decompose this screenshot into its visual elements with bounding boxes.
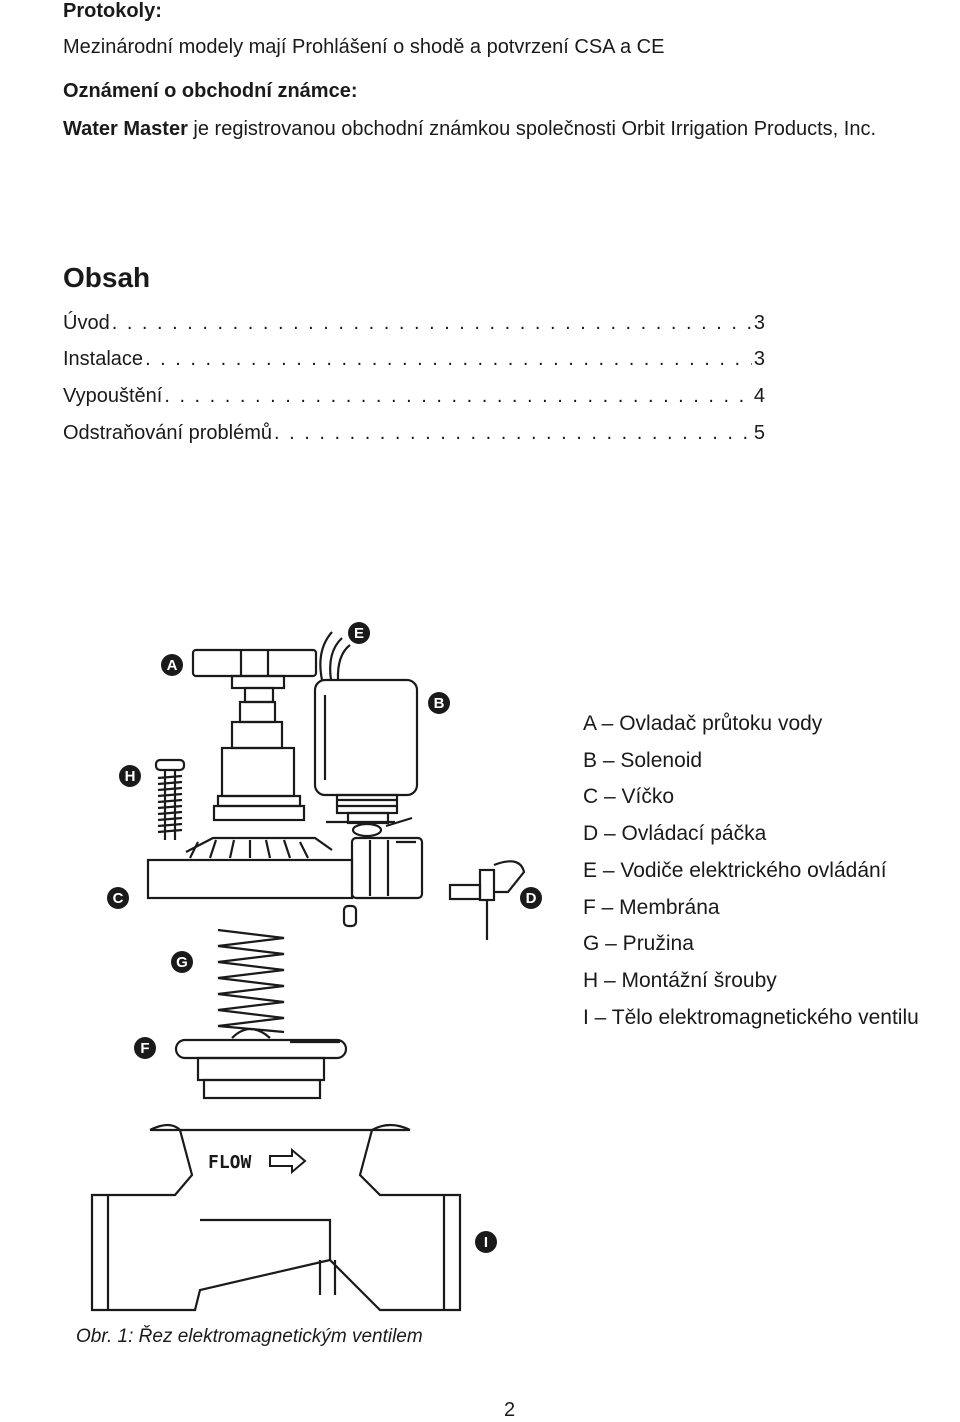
flow-arrow-icon [269,1147,307,1175]
toc-entry[interactable]: Vypouštění 4 [63,385,765,415]
mounting-screw-part [154,758,186,840]
legend-item: H – Montážní šrouby [583,968,777,992]
toc-leader-dots [164,385,752,408]
marker-i: I [484,1234,488,1251]
trademark-text: Water Master je registrovanou obchodní z… [63,118,876,141]
toc-entry-page: 5 [753,422,765,444]
toc-entry[interactable]: Instalace 3 [63,348,765,378]
toc-leader-dots [112,312,752,335]
legend-item: A – Ovladač průtoku vody [583,712,823,735]
marker-f: F [140,1040,149,1057]
legend-item: G – Pružina [583,932,694,956]
toc-entry-page: 4 [753,385,765,407]
toc-entry-label: Úvod [63,312,110,334]
marker-a: A [167,657,178,674]
bonnet-part [146,820,424,928]
flow-control-part [191,648,318,822]
figure-legend: A – Ovladač průtoku vody B – Solenoid C … [583,706,919,1036]
protocols-heading: Protokoly: [63,0,162,22]
legend-item: C – Víčko [583,785,675,809]
page-number: 2 [504,1399,516,1421]
legend-item: D – Ovládací páčka [583,822,767,846]
trademark-body: je registrovanou obchodní známkou společ… [187,118,876,140]
legend-item: B – Solenoid [583,748,703,772]
trademark-heading: Oznámení o obchodní známce: [63,80,358,102]
toc-entry-page: 3 [753,312,765,334]
control-wires-part [319,631,351,681]
diaphragm-part [174,1027,348,1100]
valve-exploded-diagram: FLOW A B C D E F G H I [90,622,542,1312]
toc-title: Obsah [63,262,151,293]
control-lever-part [448,860,526,940]
protocols-text: Mezinárodní modely mají Prohlášení o sho… [63,36,665,58]
marker-g: G [176,954,188,971]
toc-entry-label: Instalace [63,348,144,370]
figure-caption: Obr. 1: Řez elektromagnetickým ventilem [76,1326,423,1347]
brand-name: Water Master [63,118,188,140]
toc-leader-dots [145,348,752,371]
flow-label: FLOW [208,1152,252,1173]
toc-entry-label: Vypouštění [63,385,163,407]
legend-item: I – Tělo elektromagnetického ventilu [583,1005,919,1029]
toc-entry-label: Odstraňování problémů [63,422,273,444]
toc-leader-dots [274,422,752,445]
marker-c: C [113,890,124,907]
marker-h: H [125,768,136,785]
solenoid-part [313,678,419,844]
marker-d: D [526,890,537,907]
valve-body-part [90,1123,462,1312]
toc-entry[interactable]: Úvod 3 [63,312,765,342]
marker-b: B [434,695,445,712]
part-markers: A B C D E F G H I [107,622,542,1253]
marker-e: E [354,625,364,642]
legend-item: E – Vodiče elektrického ovládání [583,858,887,882]
spring-part [217,928,285,1034]
toc-entry-page: 3 [753,348,765,370]
toc-entry[interactable]: Odstraňování problémů 5 [63,422,765,452]
legend-item: F – Membrána [583,895,720,919]
